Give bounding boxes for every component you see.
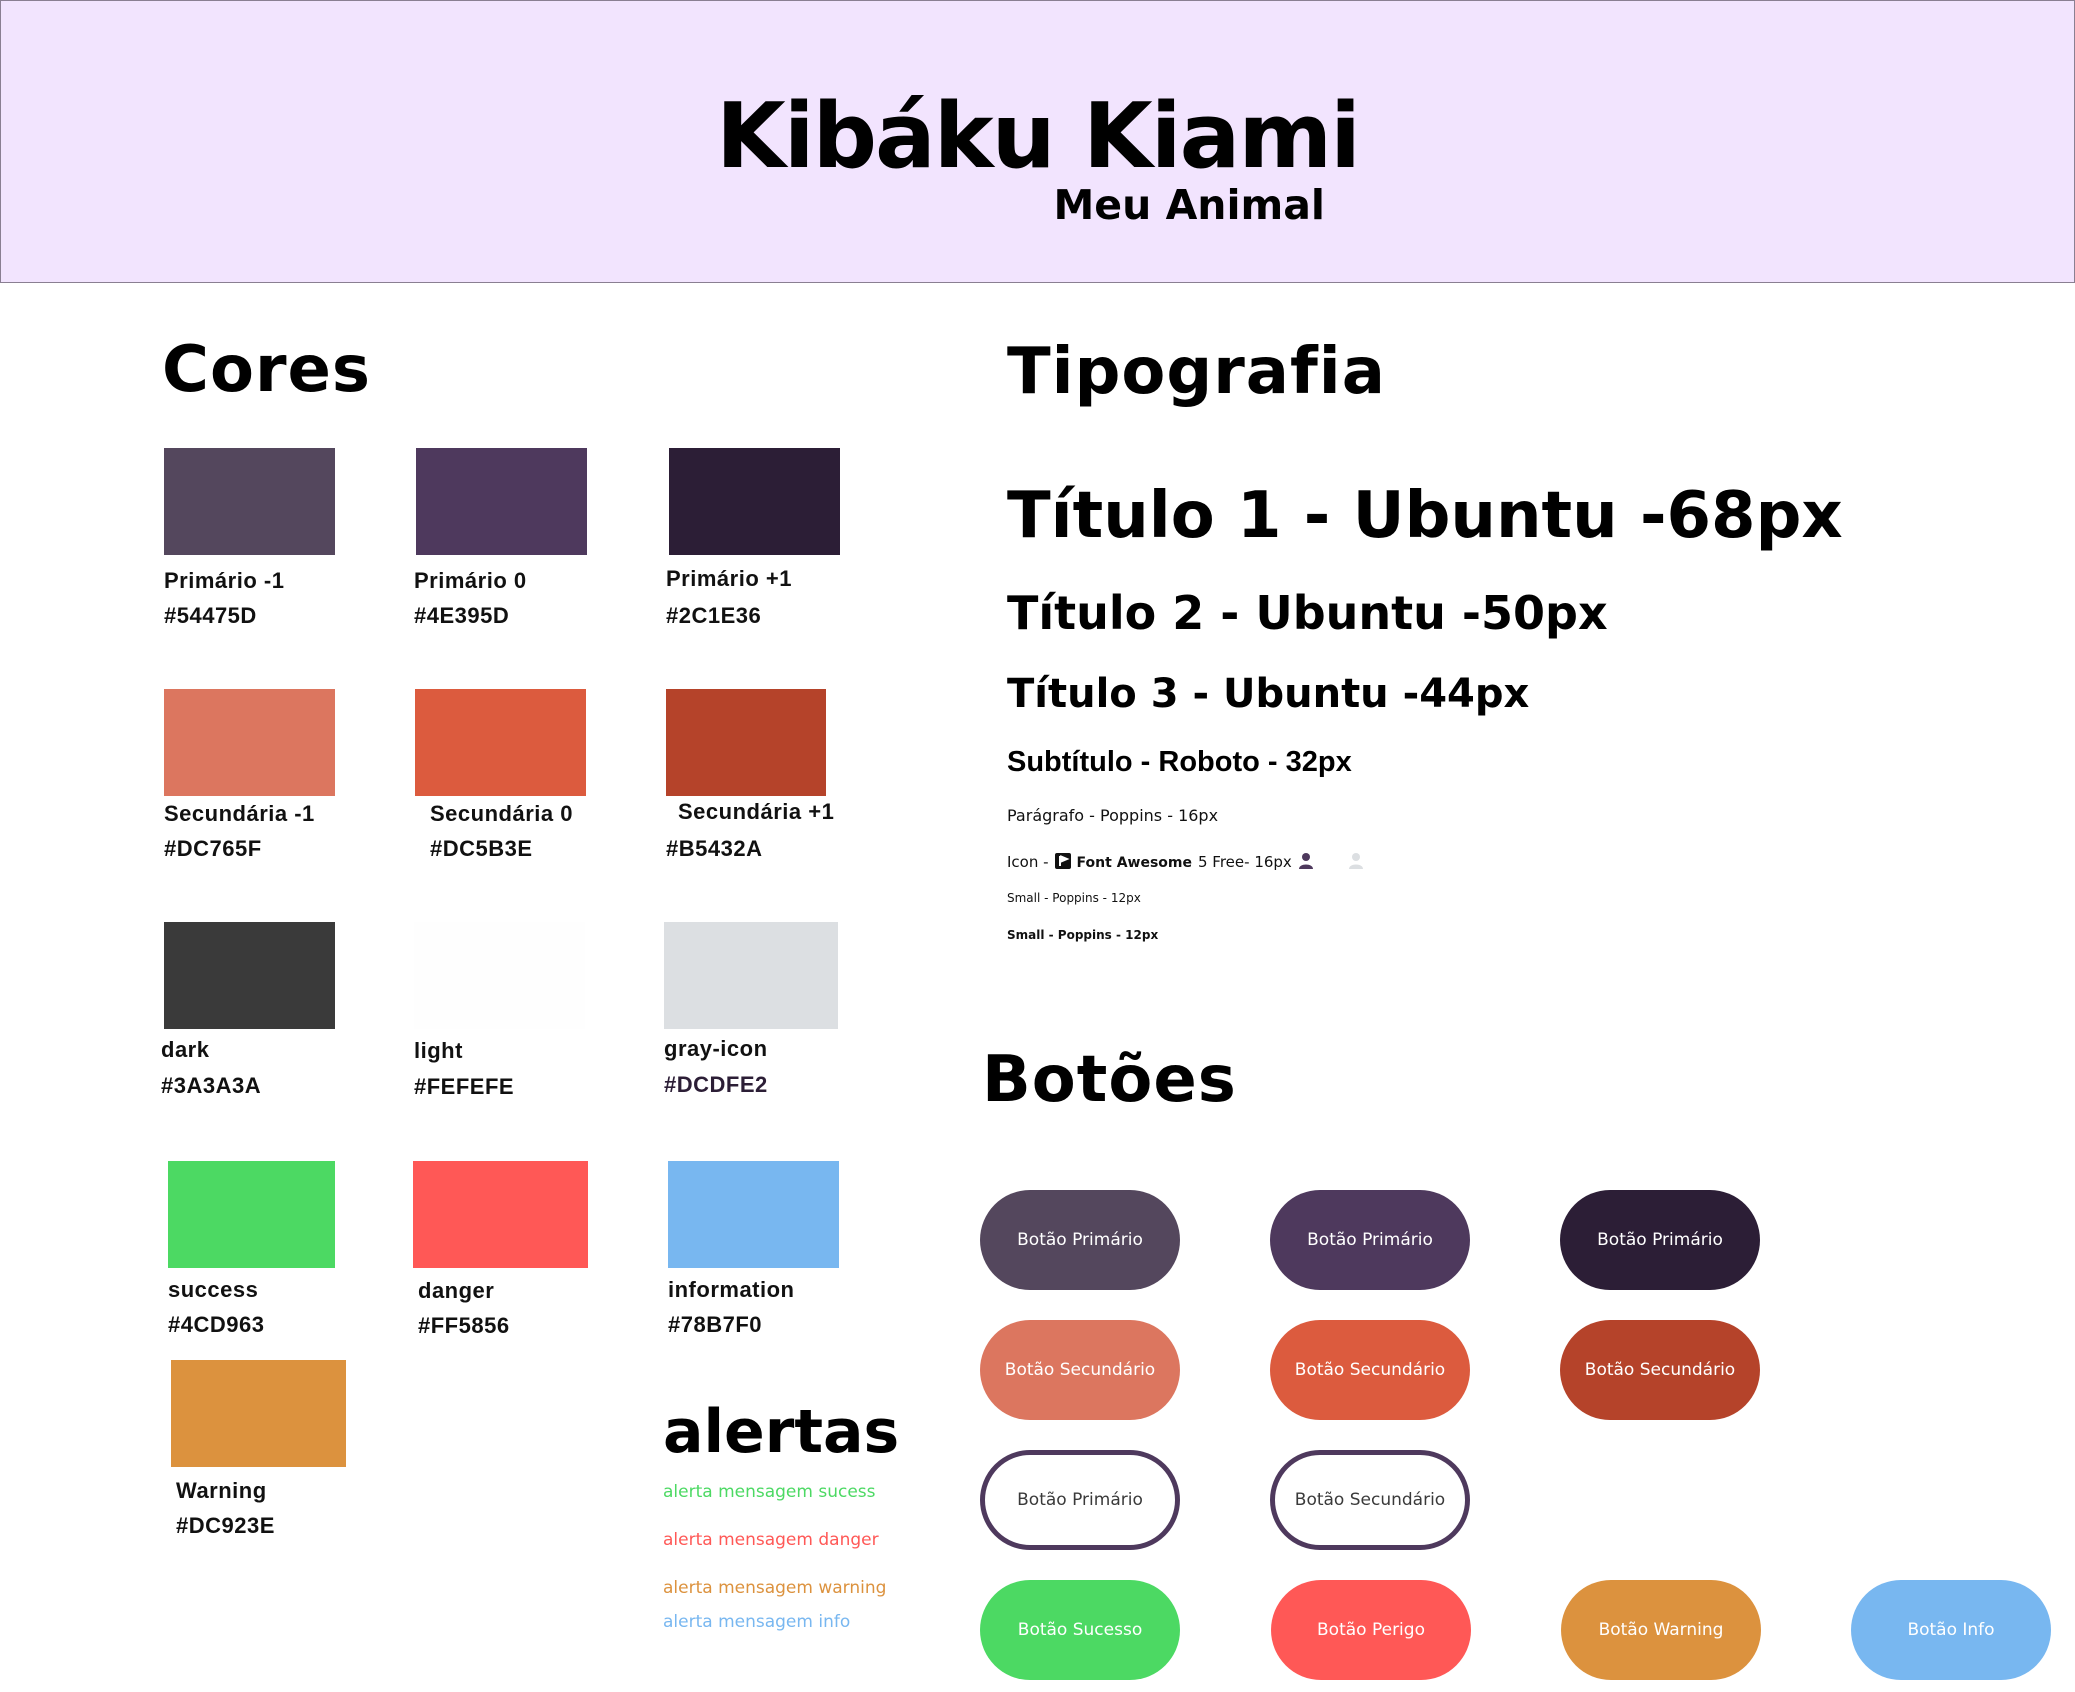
swatch-label: Primário 0 xyxy=(414,568,527,593)
swatch-label: success xyxy=(168,1277,259,1302)
swatch-label: light xyxy=(414,1038,463,1063)
swatch-primario-0 xyxy=(416,448,587,555)
icon-brand-name: Font Awesome xyxy=(1076,854,1192,871)
swatch-dark xyxy=(164,922,335,1029)
swatch-gray-icon xyxy=(664,922,838,1029)
swatch-hex: #FF5856 xyxy=(418,1313,510,1338)
swatch-secundaria-0 xyxy=(415,689,586,796)
swatch-danger xyxy=(413,1161,588,1268)
font-awesome-flag-icon xyxy=(1054,853,1071,872)
primary-plus1-button[interactable]: Botão Primário xyxy=(1560,1190,1760,1290)
swatch-label: Primário -1 xyxy=(164,568,285,593)
primary-minus1-button[interactable]: Botão Primário xyxy=(980,1190,1180,1290)
swatch-hex: #78B7F0 xyxy=(668,1312,763,1337)
swatch-hex: #B5432A xyxy=(666,836,763,861)
header-banner xyxy=(0,0,2075,283)
typo-small-regular: Small - Poppins - 12px xyxy=(1007,891,1141,905)
typo-subtitle: Subtítulo - Roboto - 32px xyxy=(1007,746,1352,778)
typo-title-1: Título 1 - Ubuntu -68px xyxy=(1007,479,1843,553)
swatch-primario-plus1 xyxy=(669,448,840,555)
swatch-hex: #4E395D xyxy=(414,603,510,628)
swatch-hex: #4CD963 xyxy=(168,1312,265,1337)
swatch-label: danger xyxy=(418,1278,495,1303)
secondary-minus1-button[interactable]: Botão Secundário xyxy=(980,1320,1180,1420)
swatch-hex: #DC765F xyxy=(164,836,262,861)
swatch-label: gray-icon xyxy=(664,1036,768,1061)
swatch-label: Secundária 0 xyxy=(430,801,573,826)
brand-subtitle: Meu Animal xyxy=(1053,181,1326,229)
swatch-hex: #DCDFE2 xyxy=(664,1072,768,1097)
swatch-hex: #DC923E xyxy=(176,1513,275,1538)
icon-prefix: Icon - xyxy=(1007,853,1049,871)
typo-icon-row: Icon - Font Awesome 5 Free- 16px xyxy=(1007,852,1364,873)
user-icon xyxy=(1298,852,1314,873)
secondary-outline-button[interactable]: Botão Secundário xyxy=(1270,1450,1470,1550)
swatch-label: dark xyxy=(161,1037,210,1062)
typo-title-3: Título 3 - Ubuntu -44px xyxy=(1007,671,1530,717)
swatch-success xyxy=(168,1161,335,1268)
alert-success-message: alerta mensagem sucess xyxy=(663,1482,876,1502)
swatch-light xyxy=(414,922,585,1029)
typo-small-bold: Small - Poppins - 12px xyxy=(1007,928,1159,942)
warning-button[interactable]: Botão Warning xyxy=(1561,1580,1761,1680)
swatch-secundaria-minus1 xyxy=(164,689,335,796)
success-button[interactable]: Botão Sucesso xyxy=(980,1580,1180,1680)
swatch-hex: #3A3A3A xyxy=(161,1073,262,1098)
buttons-section-title: Botões xyxy=(982,1043,1237,1117)
swatch-hex: #54475D xyxy=(164,603,257,628)
primary-outline-button[interactable]: Botão Primário xyxy=(980,1450,1180,1550)
typo-paragraph: Parágrafo - Poppins - 16px xyxy=(1007,806,1219,825)
swatch-label: Primário +1 xyxy=(666,566,792,591)
alert-info-message: alerta mensagem info xyxy=(663,1612,851,1632)
alert-warning-message: alerta mensagem warning xyxy=(663,1578,887,1598)
primary-0-button[interactable]: Botão Primário xyxy=(1270,1190,1470,1290)
swatch-label: Warning xyxy=(176,1478,267,1503)
icon-suffix: 5 Free- 16px xyxy=(1198,853,1292,871)
user-icon xyxy=(1348,852,1364,873)
swatch-hex: #FEFEFE xyxy=(414,1074,515,1099)
swatch-label: information xyxy=(668,1277,795,1302)
danger-button[interactable]: Botão Perigo xyxy=(1271,1580,1471,1680)
info-button[interactable]: Botão Info xyxy=(1851,1580,2051,1680)
colors-section-title: Cores xyxy=(162,333,371,407)
alert-danger-message: alerta mensagem danger xyxy=(663,1530,879,1550)
brand-title: Kibáku Kiami xyxy=(716,84,1361,189)
secondary-plus1-button[interactable]: Botão Secundário xyxy=(1560,1320,1760,1420)
swatch-secundaria-plus1 xyxy=(666,689,826,796)
swatch-warning xyxy=(171,1360,346,1467)
swatch-hex: #2C1E36 xyxy=(666,603,762,628)
typography-section-title: Tipografia xyxy=(1007,335,1386,409)
secondary-0-button[interactable]: Botão Secundário xyxy=(1270,1320,1470,1420)
swatch-label: Secundária -1 xyxy=(164,801,315,826)
swatch-primario-minus1 xyxy=(164,448,335,555)
swatch-information xyxy=(668,1161,839,1268)
alerts-section-title: alertas xyxy=(663,1397,900,1467)
swatch-hex: #DC5B3E xyxy=(430,836,533,861)
swatch-label: Secundária +1 xyxy=(678,799,835,824)
typo-title-2: Título 2 - Ubuntu -50px xyxy=(1007,586,1608,640)
